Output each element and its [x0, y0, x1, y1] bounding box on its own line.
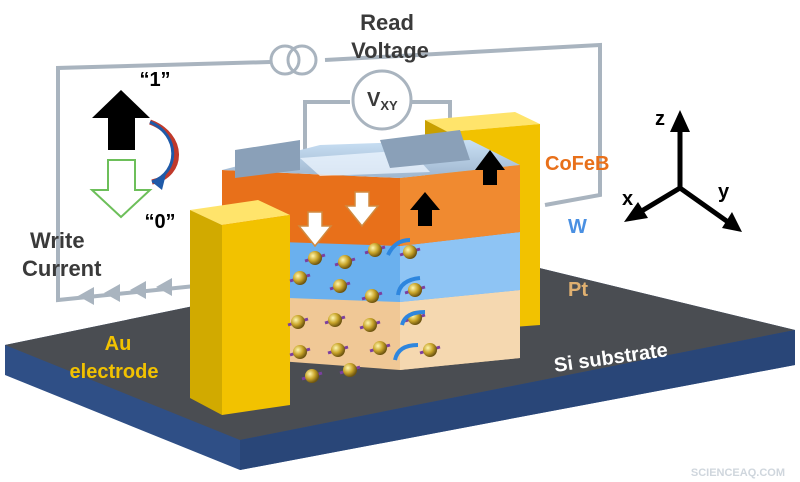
switch-arrow-icon [149, 119, 179, 190]
up-arrow-icon [475, 150, 505, 185]
spin-particle [343, 363, 357, 377]
up-state-arrow-icon [92, 90, 150, 150]
spin-particle [423, 343, 437, 357]
spin-particle [328, 313, 342, 327]
spin-particle [365, 289, 379, 303]
down-state-arrow-icon [89, 159, 153, 219]
state-legend [89, 90, 179, 219]
spin-particle [338, 255, 352, 269]
write-current-label-line2: Current [22, 256, 102, 281]
state-one-label: “1” [139, 69, 170, 91]
vxy-meter [351, 69, 413, 131]
spin-particles [287, 243, 441, 383]
spin-particle [308, 251, 322, 265]
au-electrode-label-line1: Au [105, 333, 132, 355]
spin-particle [293, 345, 307, 359]
spin-particle [368, 243, 382, 257]
down-arrow-icon [297, 211, 333, 248]
spin-particle [305, 369, 319, 383]
magnetization-arrows [297, 150, 505, 248]
coordinate-axes [624, 110, 742, 232]
au-electrode-front [190, 200, 290, 415]
down-arrow-icon [344, 191, 380, 228]
up-arrow-icon [410, 192, 440, 226]
spin-particle [403, 245, 417, 259]
spin-particle [408, 283, 422, 297]
vxy-label: VXY [367, 89, 398, 113]
vxy-main: V [367, 89, 381, 111]
spin-particle [293, 271, 307, 285]
pt-label: Pt [568, 279, 588, 301]
au-electrode-label-line2: electrode [70, 361, 159, 383]
watermark: SCIENCEAQ.COM [691, 467, 785, 479]
write-current-label-line1: Write [30, 228, 85, 253]
state-zero-label: “0” [144, 211, 175, 233]
spin-particle [291, 315, 305, 329]
read-voltage-label-line2: Voltage [351, 38, 429, 63]
read-voltage-source-icon [269, 44, 318, 76]
spin-particle [373, 341, 387, 355]
spin-particle [331, 343, 345, 357]
read-voltage-circuit [56, 42, 602, 303]
spin-flow-arrows [386, 238, 426, 361]
axis-y-label: y [718, 181, 730, 203]
w-label: W [568, 216, 587, 238]
spin-particle [333, 279, 347, 293]
spin-particle [363, 318, 377, 332]
cofeb-label: CoFeB [545, 153, 609, 175]
vxy-sub: XY [380, 98, 398, 113]
axis-x-label: x [622, 188, 633, 210]
axis-z-label: z [655, 108, 665, 130]
read-voltage-label-line1: Read [360, 10, 414, 35]
